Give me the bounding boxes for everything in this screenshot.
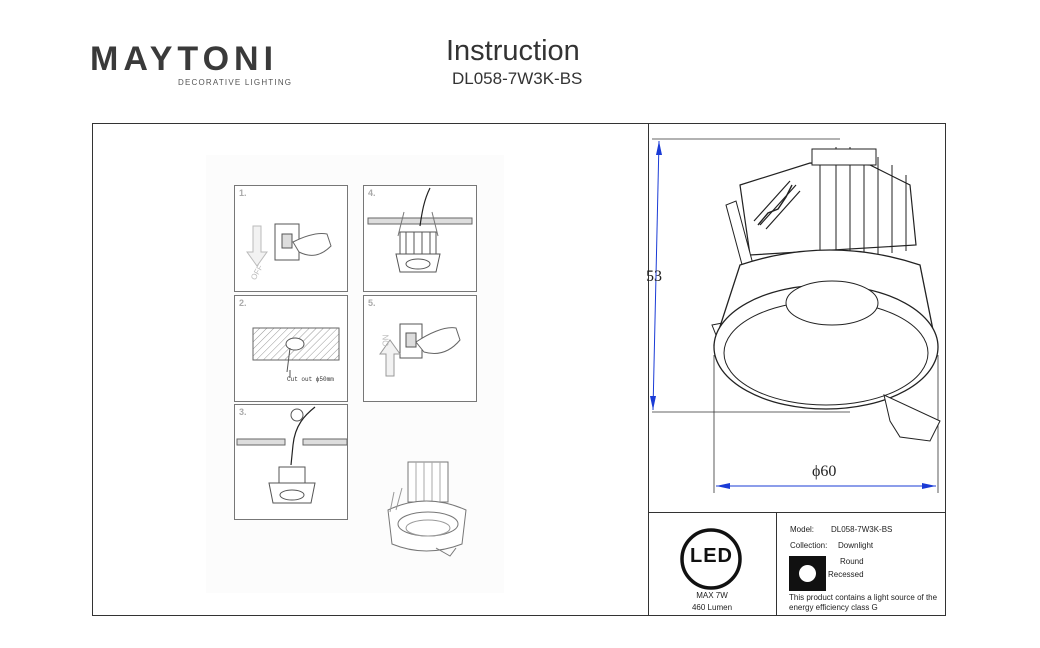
product-sketch [387, 461, 467, 557]
connect-wiring-illustration [236, 406, 348, 504]
step-5-number: 5. [368, 298, 376, 308]
led-power: MAX 7W [696, 591, 728, 600]
diameter-dimension: ϕ60 [812, 463, 837, 480]
cut-ceiling-illustration [252, 327, 340, 378]
led-badge-icon [680, 528, 742, 590]
model-value: DL058-7W3K-BS [831, 525, 893, 534]
step-3-panel: 3. [234, 404, 348, 520]
led-label: LED [690, 545, 733, 567]
step-1-number: 1. [239, 188, 247, 198]
model-code: DL058-7W3K-BS [452, 69, 583, 88]
install-fixture-illustration [367, 187, 473, 273]
collection-label: Collection: [790, 541, 828, 550]
switch-on-illustration [379, 323, 461, 377]
page-title: Instruction [446, 35, 580, 67]
step-5-note: ON [381, 334, 391, 347]
round-shape-icon [789, 556, 826, 591]
model-label: Model: [790, 525, 815, 534]
step-2-note: Cut out ϕ50mm [287, 376, 334, 383]
energy-note-line1: This product contains a light source of … [789, 593, 938, 602]
dimension-drawing [650, 138, 941, 493]
brand-logo: MAYTONI [90, 40, 279, 78]
step-3-number: 3. [239, 407, 247, 417]
step-1-panel: 1. OFF [234, 185, 348, 292]
step-4-number: 4. [368, 188, 376, 198]
led-lumen: 460 Lumen [691, 603, 733, 612]
energy-note-line2: energy efficiency class G [789, 603, 878, 612]
mounting-value: Recessed [828, 570, 864, 579]
switch-off-illustration [246, 223, 332, 267]
height-dimension: 53 [646, 268, 662, 285]
step-2-panel: 2. Cut out ϕ50mm [234, 295, 348, 402]
collection-value: Downlight [838, 541, 874, 550]
shape-value: Round [840, 557, 864, 566]
document-frame [92, 123, 946, 616]
step-5-panel: 5. ON [363, 295, 477, 402]
divider-info [776, 512, 777, 616]
divider-vertical [648, 123, 649, 616]
step-4-panel: 4. [363, 185, 477, 292]
brand-tagline: DECORATIVE LIGHTING [178, 78, 293, 87]
divider-horizontal [648, 512, 946, 513]
step-2-number: 2. [239, 298, 247, 308]
